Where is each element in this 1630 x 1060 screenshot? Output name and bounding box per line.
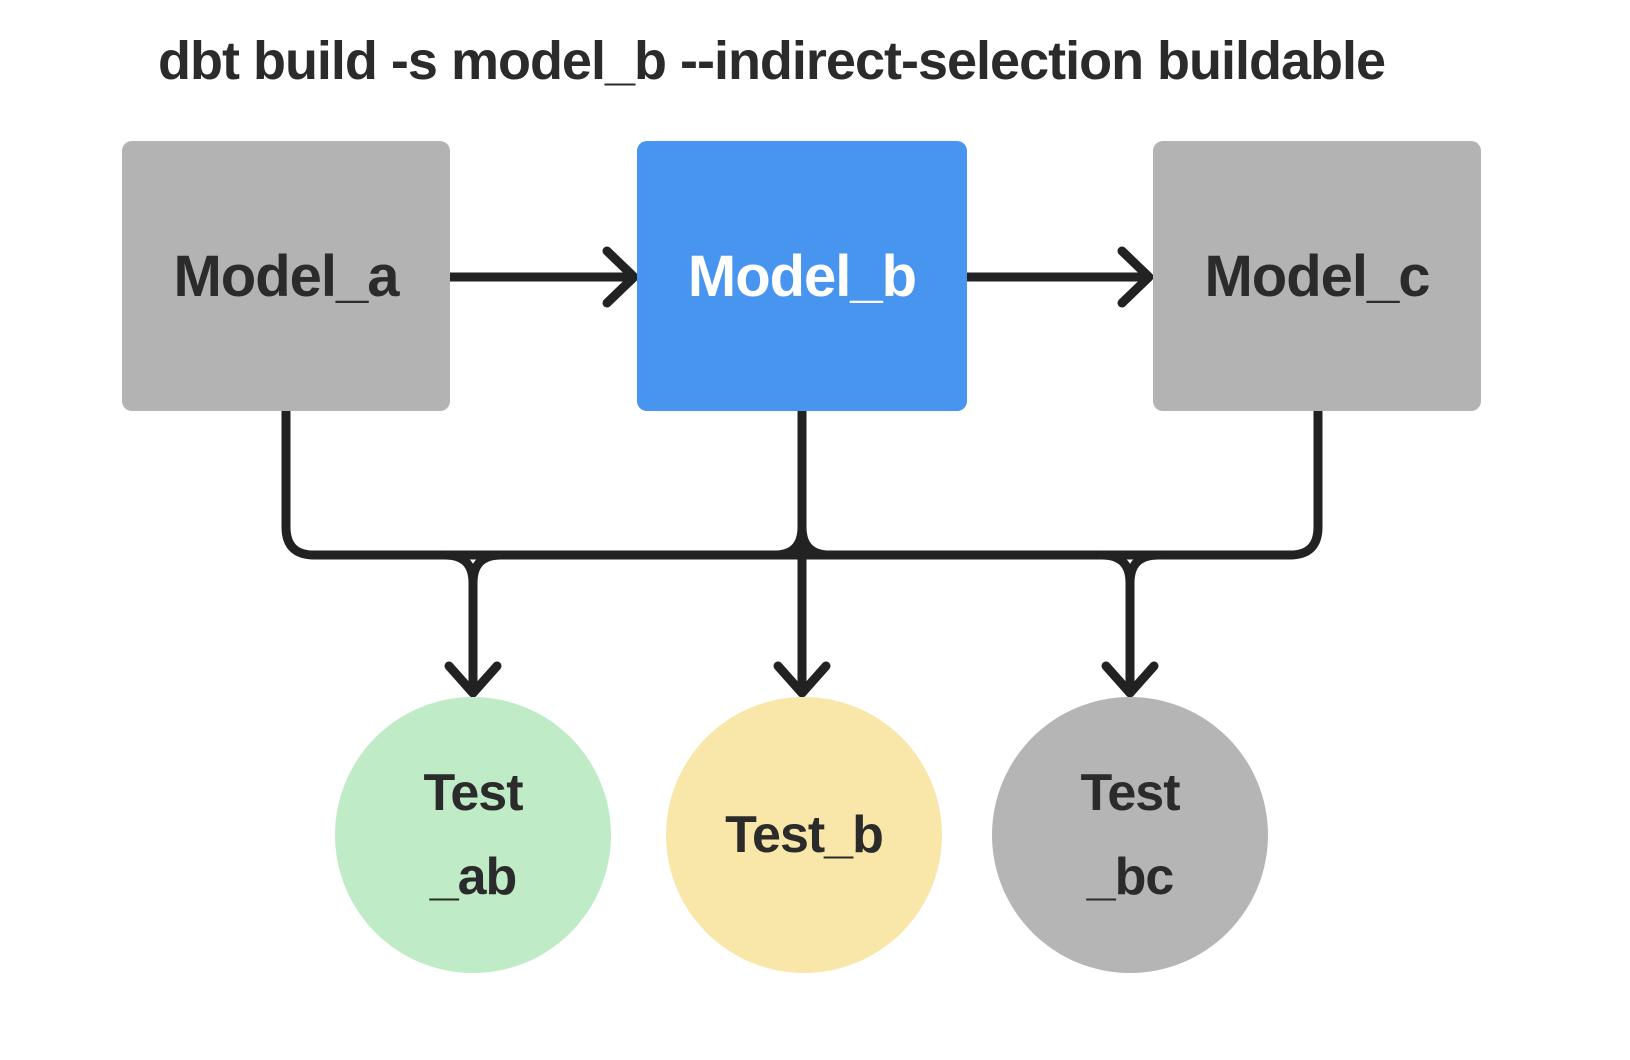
edge-drop-test-bc [1097,550,1163,698]
edge-drop-test-ab [440,550,506,698]
node-model-b-label: Model_b [687,243,917,309]
node-test-ab-label-line1: Test [423,764,523,822]
node-model-a-label: Model_a [173,243,399,309]
node-test-ab: Test _ab [335,697,611,973]
node-model-b: Model_b [637,141,967,411]
node-model-a: Model_a [122,141,450,411]
edge-model-b-to-test-b [769,406,835,698]
node-test-b: Test_b [666,697,942,973]
node-test-b-label: Test_b [725,806,884,864]
node-test-bc-label-line2: _bc [1086,848,1175,906]
diagram-title: dbt build -s model_b --indirect-selectio… [158,31,1386,91]
node-model-c-label: Model_c [1204,243,1430,309]
node-model-c: Model_c [1153,141,1481,411]
node-test-bc: Test _bc [992,697,1268,973]
edge-model-a-to-model-b [445,246,639,308]
node-test-bc-label-line1: Test [1080,764,1180,822]
node-test-ab-label-line2: _ab [429,848,518,906]
edge-model-b-to-model-c [962,246,1154,308]
